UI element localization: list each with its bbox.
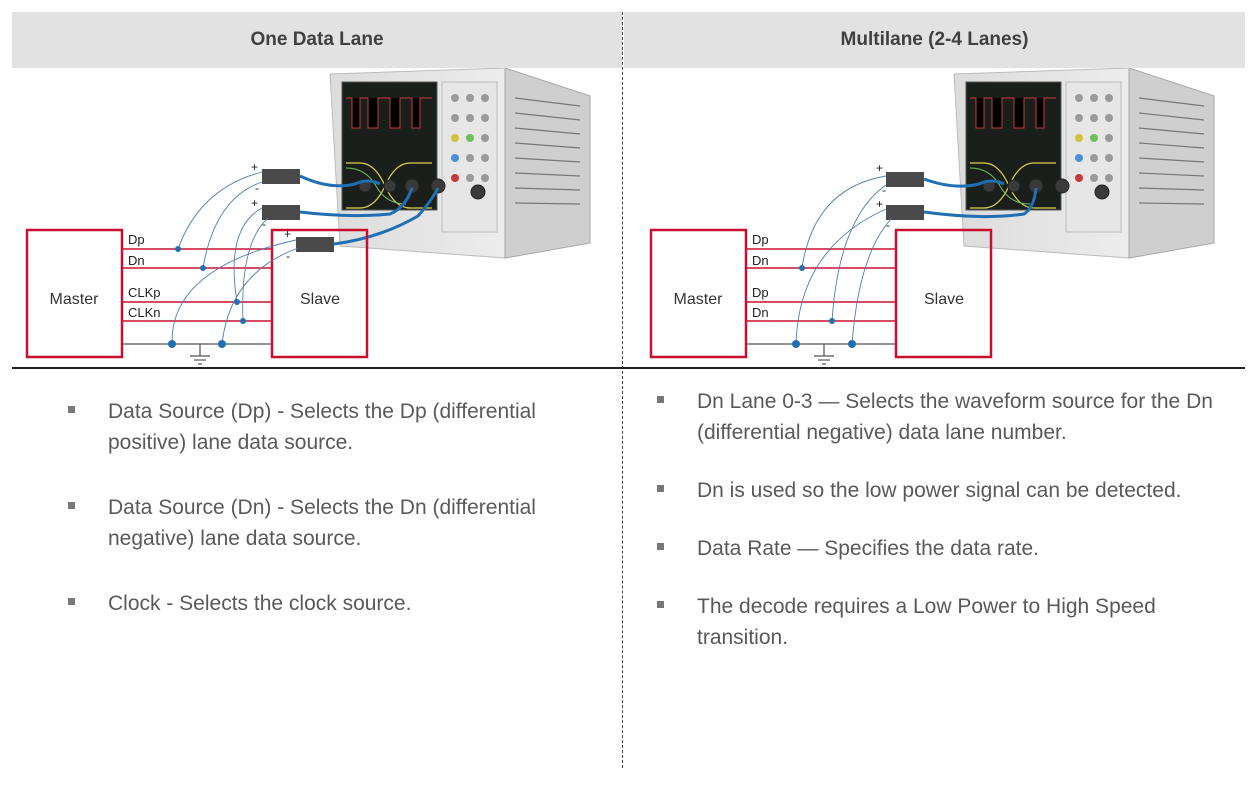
right-line-label-dn0: Dn	[752, 253, 769, 268]
oscilloscope-image	[953, 68, 1215, 259]
oscilloscope-image	[329, 68, 591, 259]
bullet-square-icon	[68, 406, 75, 413]
right-bullet-text: Data Rate — Specifies the data rate.	[697, 537, 1040, 560]
left-probe1-plus: +	[251, 160, 258, 174]
list-item: Data Source (Dp) - Selects the Dp (diffe…	[68, 396, 618, 458]
bullet-square-icon	[657, 543, 664, 550]
left-line-label-clkn: CLKn	[128, 305, 161, 320]
multilane-diagram: Master Slave Dp Dn Dp Dn + - + -	[649, 68, 1215, 365]
left-line-label-dp: Dp	[128, 232, 145, 247]
column-divider	[622, 12, 623, 768]
list-item: Dn Lane 0-3 — Selects the waveform sourc…	[657, 386, 1217, 448]
left-probe2-minus: -	[262, 217, 266, 231]
left-bullet-text: Data Source (Dp) - Selects the Dp (diffe…	[108, 400, 536, 454]
right-bullet-list: Dn Lane 0-3 — Selects the waveform sourc…	[657, 386, 1217, 653]
right-bullet-text: The decode requires a Low Power to High …	[697, 595, 1156, 649]
list-item: Clock - Selects the clock source.	[68, 588, 618, 619]
section-divider	[12, 367, 1245, 369]
bullet-square-icon	[657, 396, 664, 403]
right-line-label-dp0: Dp	[752, 232, 769, 247]
right-probe2-minus: -	[886, 218, 890, 232]
left-probe2-plus: +	[251, 196, 258, 210]
bullet-square-icon	[657, 601, 664, 608]
left-bullet-text: Clock - Selects the clock source.	[108, 592, 412, 615]
header-one-data-lane-label: One Data Lane	[250, 29, 384, 50]
right-line-label-dn1: Dn	[752, 305, 769, 320]
list-item: Data Source (Dn) - Selects the Dn (diffe…	[68, 492, 618, 554]
left-probe1-minus: -	[255, 181, 259, 195]
right-master-label: Master	[674, 291, 724, 308]
right-bullet-text: Dn is used so the low power signal can b…	[697, 479, 1182, 502]
header-one-data-lane: One Data Lane	[12, 12, 622, 68]
list-item: The decode requires a Low Power to High …	[657, 591, 1217, 653]
left-probe3-plus: +	[284, 227, 291, 241]
list-item: Data Rate — Specifies the data rate.	[657, 533, 1217, 564]
left-master-label: Master	[50, 291, 100, 308]
right-probe1-minus: -	[882, 183, 886, 197]
header-multilane-label: Multilane (2-4 Lanes)	[840, 29, 1029, 50]
bullet-square-icon	[68, 502, 75, 509]
left-line-label-clkp: CLKp	[128, 285, 161, 300]
right-line-label-dp1: Dp	[752, 285, 769, 300]
one-lane-diagram: Master Slave Dp Dn CLKp CLKn + - + - + -	[25, 68, 591, 365]
bullet-square-icon	[657, 485, 664, 492]
header-multilane: Multilane (2-4 Lanes)	[624, 12, 1245, 68]
left-bullet-text: Data Source (Dn) - Selects the Dn (diffe…	[108, 496, 536, 550]
right-bullet-text: Dn Lane 0-3 — Selects the waveform sourc…	[697, 390, 1213, 444]
left-slave-label: Slave	[300, 291, 340, 308]
left-line-label-dn: Dn	[128, 253, 145, 268]
left-probe3-minus: -	[286, 249, 290, 263]
right-probe1-plus: +	[876, 161, 883, 175]
bullet-square-icon	[68, 598, 75, 605]
right-probe2-plus: +	[876, 197, 883, 211]
right-slave-label: Slave	[924, 291, 964, 308]
left-bullet-list: Data Source (Dp) - Selects the Dp (diffe…	[68, 396, 618, 619]
list-item: Dn is used so the low power signal can b…	[657, 475, 1217, 506]
